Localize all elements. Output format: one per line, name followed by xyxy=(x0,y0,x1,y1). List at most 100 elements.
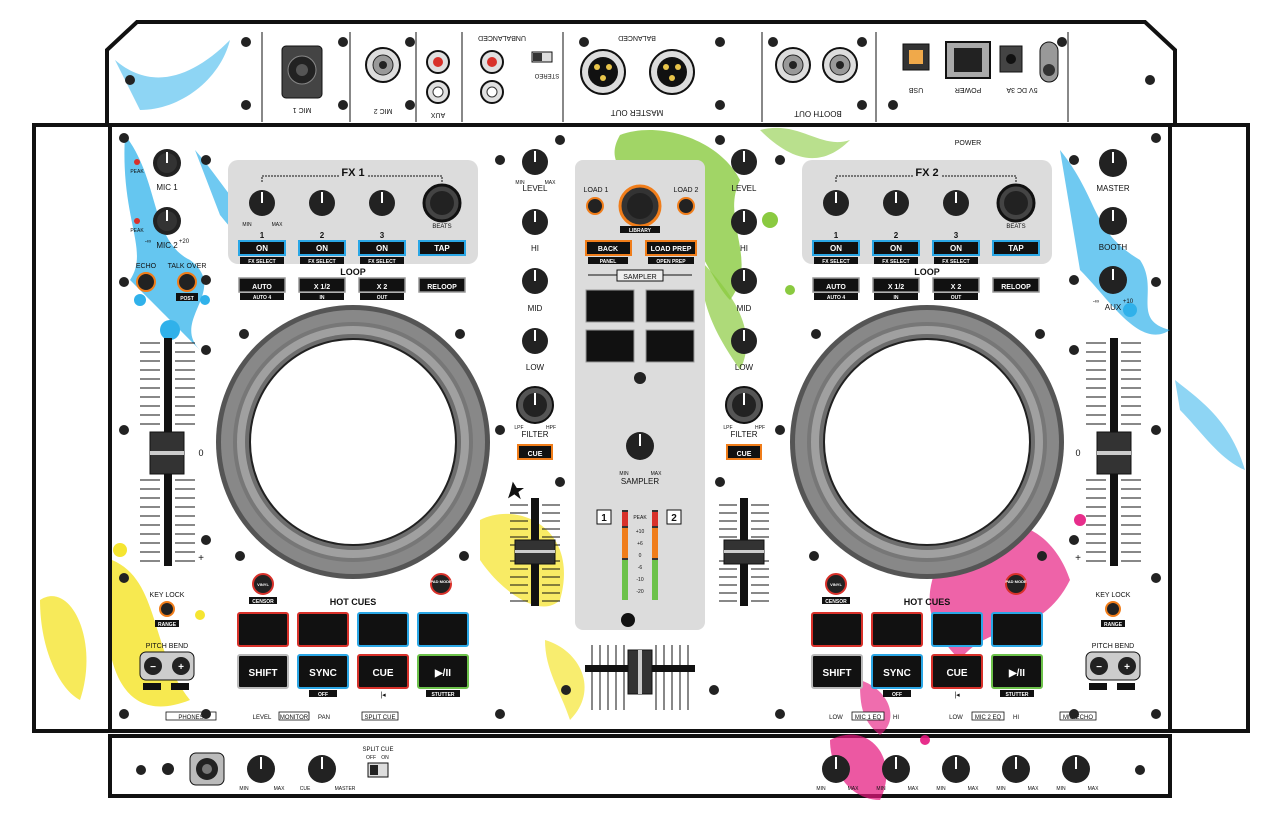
fx2-tap-button[interactable]: TAP xyxy=(992,240,1040,256)
right-level-knob[interactable] xyxy=(731,149,757,175)
right-sync-button[interactable]: SYNC xyxy=(871,654,923,689)
right-hi-knob[interactable] xyxy=(731,209,757,235)
fx2-knob-3[interactable] xyxy=(943,190,969,216)
right-hotcue-pad-2[interactable] xyxy=(871,612,923,647)
right-hotcue-pad-3[interactable] xyxy=(931,612,983,647)
master-volume-knob[interactable] xyxy=(1099,149,1127,177)
mic1-gain-knob[interactable] xyxy=(153,149,181,177)
right-reloop-button[interactable]: RELOOP xyxy=(992,277,1040,293)
fx1-on-button-2[interactable]: ON xyxy=(298,240,346,256)
talkover-button[interactable] xyxy=(177,272,197,292)
master-balanced-xlr[interactable] xyxy=(580,49,695,95)
sampler-volume-knob[interactable] xyxy=(626,432,654,460)
right-loop-double-button[interactable]: X 2 xyxy=(932,277,980,293)
right-headphone-cue-button[interactable]: CUE xyxy=(726,444,762,460)
right-pitch-fader[interactable] xyxy=(1086,338,1141,566)
left-cue-button[interactable]: CUE xyxy=(357,654,409,689)
left-channel-fader[interactable] xyxy=(510,498,560,606)
aux-rca-jacks[interactable] xyxy=(426,50,450,104)
load1-button[interactable] xyxy=(586,197,604,215)
right-hotcue-pad-4[interactable] xyxy=(991,612,1043,647)
front-mic-knob-3[interactable] xyxy=(942,755,970,783)
left-play-pause-button[interactable]: ▶/II xyxy=(417,654,469,689)
echo-button[interactable] xyxy=(136,272,156,292)
sampler-pad-2[interactable] xyxy=(645,289,695,323)
right-cue-button[interactable]: CUE xyxy=(931,654,983,689)
right-mid-knob[interactable] xyxy=(731,268,757,294)
booth-out-rca[interactable] xyxy=(775,47,858,83)
front-mic-knob-4[interactable] xyxy=(1002,755,1030,783)
left-hotcue-pad-2[interactable] xyxy=(297,612,349,647)
left-sync-button[interactable]: SYNC xyxy=(297,654,349,689)
stereo-mono-switch[interactable] xyxy=(531,51,553,63)
left-level-knob[interactable] xyxy=(522,149,548,175)
left-mid-knob[interactable] xyxy=(522,268,548,294)
right-low-knob[interactable] xyxy=(731,328,757,354)
fx1-knob-3[interactable] xyxy=(369,190,395,216)
left-hotcue-pad-1[interactable] xyxy=(237,612,289,647)
left-hotcue-pad-3[interactable] xyxy=(357,612,409,647)
fx1-tap-button[interactable]: TAP xyxy=(418,240,466,256)
sampler-pad-3[interactable] xyxy=(585,329,635,363)
fx2-on-button-2[interactable]: ON xyxy=(872,240,920,256)
fx1-beats-encoder[interactable] xyxy=(422,183,462,223)
library-browse-encoder[interactable] xyxy=(618,184,662,228)
master-unbalanced-rca[interactable] xyxy=(480,50,504,104)
right-channel-fader[interactable] xyxy=(719,498,769,606)
left-keylock-button[interactable] xyxy=(159,601,175,617)
fx2-knob-2[interactable] xyxy=(883,190,909,216)
fx1-on-button-1[interactable]: ON xyxy=(238,240,286,256)
right-pitchbend-plus-button[interactable]: + xyxy=(1118,657,1136,675)
right-shift-button[interactable]: SHIFT xyxy=(811,654,863,689)
left-loop-double-button[interactable]: X 2 xyxy=(358,277,406,293)
dc-power-jack[interactable] xyxy=(999,41,1059,83)
fx2-on-button-3[interactable]: ON xyxy=(932,240,980,256)
front-mic-knob-1[interactable] xyxy=(822,755,850,783)
power-switch[interactable] xyxy=(945,41,991,79)
fx2-on-button-1[interactable]: ON xyxy=(812,240,860,256)
split-cue-switch[interactable] xyxy=(367,762,389,778)
fx1-knob-1[interactable] xyxy=(249,190,275,216)
cue-master-mix-knob[interactable] xyxy=(308,755,336,783)
right-pitchbend-minus-button[interactable]: − xyxy=(1090,657,1108,675)
left-vinyl-button[interactable] xyxy=(252,573,274,595)
headphone-jack[interactable] xyxy=(189,752,225,786)
left-headphone-cue-button[interactable]: CUE xyxy=(517,444,553,460)
left-pitch-fader[interactable] xyxy=(140,338,195,566)
crossfader[interactable] xyxy=(585,645,695,710)
left-loop-half-button[interactable]: X 1/2 xyxy=(298,277,346,293)
right-loop-auto-button[interactable]: AUTO xyxy=(812,277,860,293)
left-reloop-button[interactable]: RELOOP xyxy=(418,277,466,293)
right-jog-wheel[interactable] xyxy=(790,305,1064,579)
left-padmode-button[interactable] xyxy=(430,573,452,595)
left-pitchbend-plus-button[interactable]: + xyxy=(172,657,190,675)
sampler-pad-1[interactable] xyxy=(585,289,635,323)
right-hotcue-pad-1[interactable] xyxy=(811,612,863,647)
mic2-gain-knob[interactable] xyxy=(153,207,181,235)
right-vinyl-button[interactable] xyxy=(825,573,847,595)
left-hotcue-pad-4[interactable] xyxy=(417,612,469,647)
right-loop-half-button[interactable]: X 1/2 xyxy=(872,277,920,293)
right-keylock-button[interactable] xyxy=(1105,601,1121,617)
sampler-pad-4[interactable] xyxy=(645,329,695,363)
front-mic-knob-2[interactable] xyxy=(882,755,910,783)
mic1-input-jack[interactable] xyxy=(281,45,323,99)
phones-level-knob[interactable] xyxy=(247,755,275,783)
left-low-knob[interactable] xyxy=(522,328,548,354)
left-hi-knob[interactable] xyxy=(522,209,548,235)
booth-volume-knob[interactable] xyxy=(1099,207,1127,235)
right-filter-knob[interactable] xyxy=(725,386,763,424)
fx1-knob-2[interactable] xyxy=(309,190,335,216)
left-loop-auto-button[interactable]: AUTO xyxy=(238,277,286,293)
fx2-knob-1[interactable] xyxy=(823,190,849,216)
left-pitchbend-minus-button[interactable]: − xyxy=(144,657,162,675)
right-padmode-button[interactable] xyxy=(1005,573,1027,595)
usb-port[interactable] xyxy=(902,43,930,71)
left-jog-wheel[interactable] xyxy=(216,305,490,579)
back-button[interactable]: BACK xyxy=(585,240,632,256)
fx2-beats-encoder[interactable] xyxy=(996,183,1036,223)
fx1-on-button-3[interactable]: ON xyxy=(358,240,406,256)
left-filter-knob[interactable] xyxy=(516,386,554,424)
mic2-input-jack[interactable] xyxy=(365,47,401,83)
load-prep-button[interactable]: LOAD PREP xyxy=(645,240,697,256)
